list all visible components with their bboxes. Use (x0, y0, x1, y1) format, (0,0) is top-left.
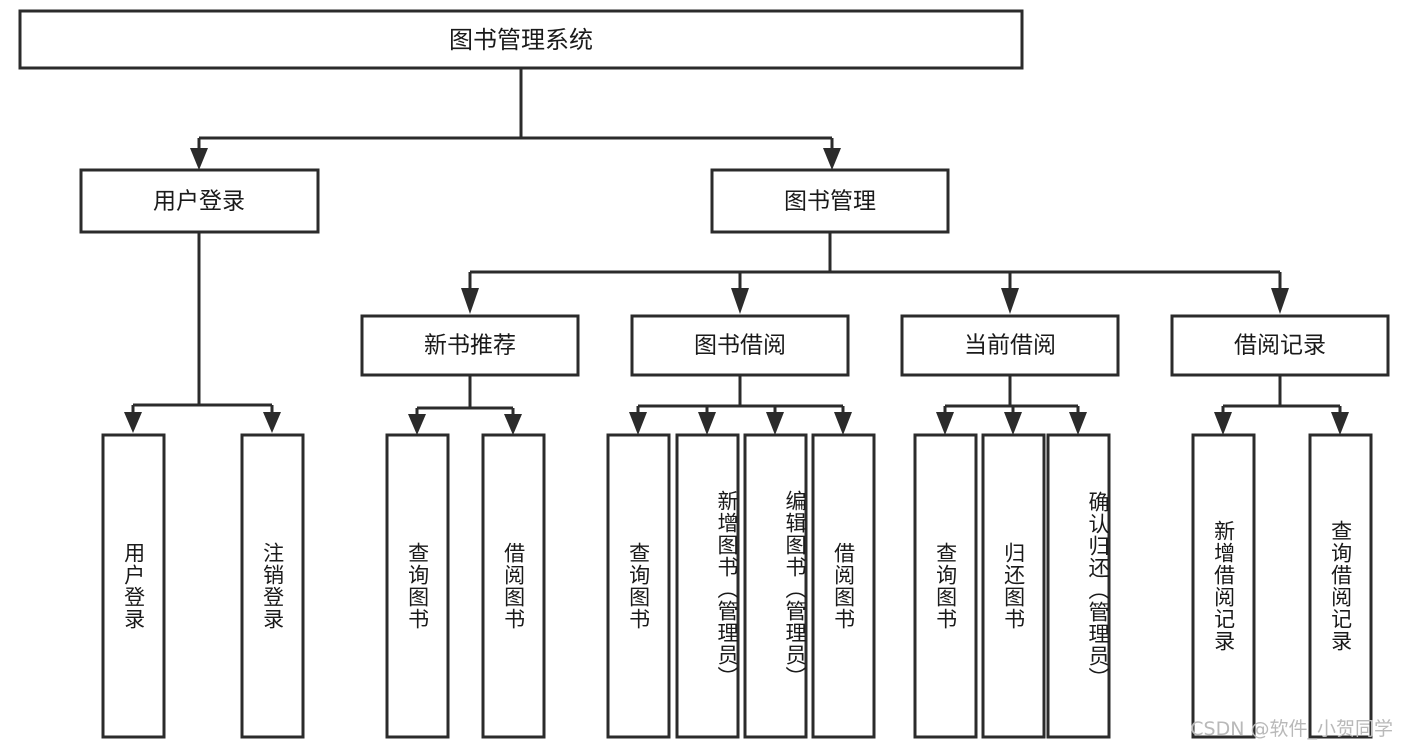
current-borrow-label: 当前借阅 (964, 333, 1056, 359)
arrow-head-icon (629, 412, 647, 435)
arrow-head-icon (936, 412, 954, 435)
connector-new-book-recommend-to-leaves (408, 375, 522, 435)
node-new-book-recommend[interactable]: 新书推荐 (360, 314, 580, 377)
leaf-box-query-book-2[interactable] (606, 433, 671, 739)
connector-book-borrow-to-leaves (629, 375, 852, 435)
root-box[interactable] (18, 9, 1024, 70)
leaf-box-user-login[interactable] (101, 433, 166, 739)
leaf-box-query-book-3[interactable] (913, 433, 978, 739)
arrow-head-icon (1331, 412, 1349, 435)
connector-borrow-record-to-leaves (1214, 375, 1349, 435)
leaf-box-edit-book-admin[interactable] (743, 433, 808, 739)
arrow-head-icon (1214, 412, 1232, 435)
node-borrow-record[interactable]: 借阅记录 (1170, 314, 1390, 377)
leaf-box-borrow-book-2[interactable] (811, 433, 876, 739)
connector-root-to-level2 (190, 68, 841, 170)
book-borrow-label: 图书借阅 (694, 333, 786, 359)
connector-user-login-to-leaves (124, 232, 281, 433)
arrow-head-icon (263, 412, 281, 433)
arrow-head-icon (823, 148, 841, 170)
leaf-box-return-book[interactable] (981, 433, 1046, 739)
leaf-box-add-borrow-record[interactable] (1191, 433, 1256, 739)
arrow-head-icon (124, 412, 142, 433)
connector-book-management-to-level3 (461, 232, 1289, 314)
arrow-head-icon (461, 288, 479, 314)
arrow-head-icon (408, 414, 426, 435)
node-root[interactable]: 图书管理系统 (18, 9, 1024, 70)
arrow-head-icon (1004, 412, 1022, 435)
arrow-head-icon (698, 412, 716, 435)
current-borrow-box[interactable] (900, 314, 1120, 377)
arrow-head-icon (834, 412, 852, 435)
arrow-head-icon (1069, 412, 1087, 435)
arrow-head-icon (1271, 288, 1289, 314)
node-book-borrow[interactable]: 图书借阅 (630, 314, 850, 377)
node-book-management[interactable]: 图书管理 (710, 168, 950, 234)
leaf-box-add-book-admin[interactable] (675, 433, 740, 739)
csdn-watermark: CSDN @软件_小贺同学 (1190, 718, 1393, 740)
node-current-borrow[interactable]: 当前借阅 (900, 314, 1120, 377)
borrow-record-label: 借阅记录 (1234, 333, 1326, 359)
user-login-label: 用户登录 (153, 189, 245, 215)
arrow-head-icon (766, 412, 784, 435)
user-login-box[interactable] (79, 168, 320, 234)
leaf-box-query-book-1[interactable] (385, 433, 450, 739)
arrow-head-icon (1001, 288, 1019, 314)
connector-current-borrow-to-leaves (936, 375, 1087, 435)
node-user-login[interactable]: 用户登录 (79, 168, 320, 234)
new-book-recommend-label: 新书推荐 (424, 333, 516, 359)
leaf-box-query-borrow-record[interactable] (1308, 433, 1373, 739)
root-box-label: 图书管理系统 (449, 26, 593, 54)
leaf-box-borrow-book-1[interactable] (481, 433, 546, 739)
arrow-head-icon (504, 414, 522, 435)
new-book-recommend-box[interactable] (360, 314, 580, 377)
arrow-head-icon (190, 148, 208, 170)
arrow-head-icon (731, 288, 749, 314)
book-management-label: 图书管理 (784, 189, 876, 215)
leaf-box-confirm-return-admin[interactable] (1046, 433, 1111, 739)
leaf-box-logout-login[interactable] (240, 433, 305, 739)
